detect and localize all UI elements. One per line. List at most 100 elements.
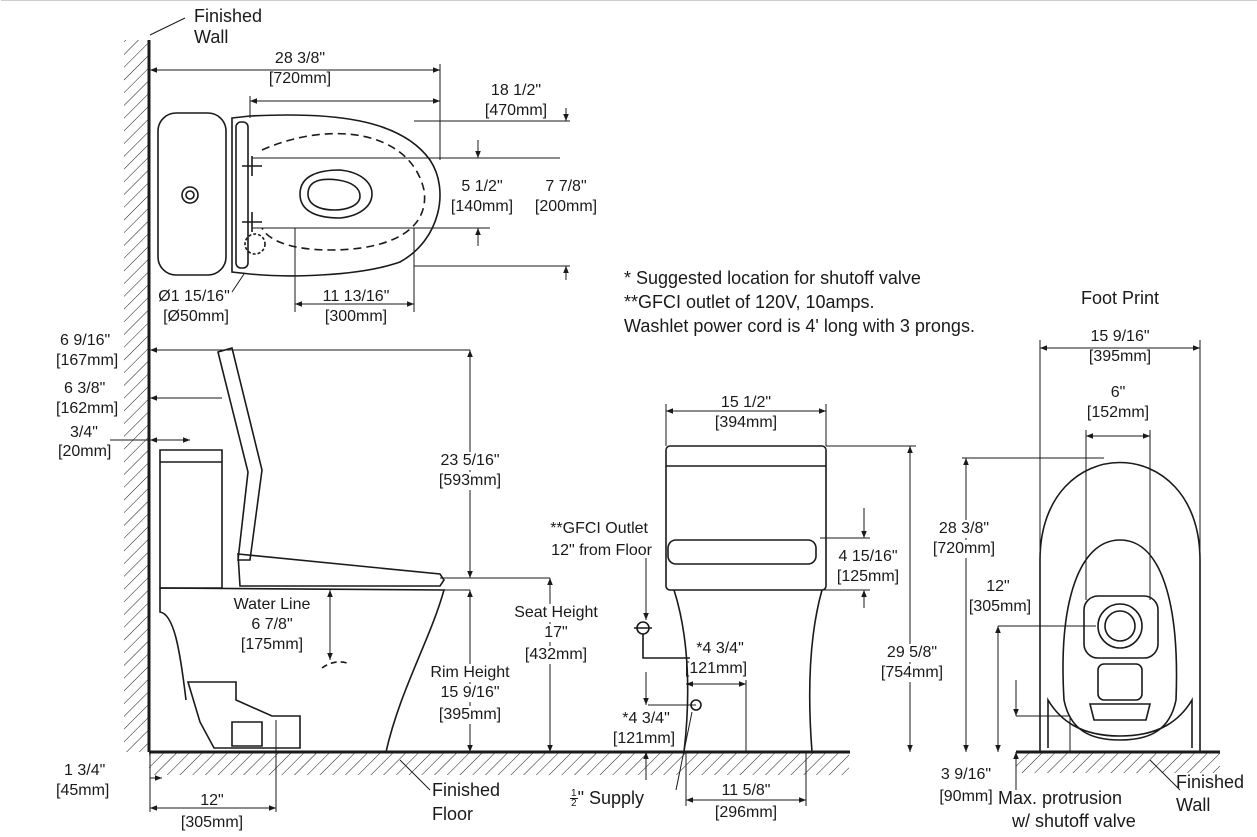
side-trapway xyxy=(188,682,300,748)
side-bowl xyxy=(160,588,444,752)
foot-floor-hatch xyxy=(1016,753,1220,773)
finished-wall-label-right-1: Finished xyxy=(1176,772,1245,792)
dim-foot-rough-in-in: 12" xyxy=(986,578,1010,596)
dim-water-line-in: 6 7/8" xyxy=(251,616,293,634)
dimension-lines xyxy=(110,18,1200,812)
front-view-toilet xyxy=(634,446,826,752)
dim-overall-height-mm: [754mm] xyxy=(880,664,944,682)
dim-bolt-to-front-in: 11 13/16" xyxy=(322,288,390,305)
dim-max-protrusion-mm: [90mm] xyxy=(939,788,993,805)
supply-fraction-num: 1 xyxy=(570,788,578,799)
note-power-cord: Washlet power cord is 4' long with 3 pro… xyxy=(624,316,975,336)
dim-seat-bolt-in: 5 1/2" xyxy=(461,178,503,195)
dim-bowl-length-mm: [470mm] xyxy=(484,102,548,119)
finished-wall-label-top-2: Wall xyxy=(194,27,229,47)
dim-overall-depth-in: 28 3/8" xyxy=(274,50,326,67)
finished-wall-label-top-1: Finished xyxy=(194,6,263,26)
dim-lid-clearance-mm: [167mm] xyxy=(56,352,119,369)
foot-outer xyxy=(1040,463,1200,753)
flush-button-icon xyxy=(182,187,198,203)
side-floor-hatch xyxy=(149,753,849,775)
dim-supply-height-in: *4 3/4" xyxy=(622,710,670,727)
dim-lid-clearance-in: 6 9/16" xyxy=(60,332,111,349)
top-tank xyxy=(158,113,226,275)
dim-wall-gap-in: 3/4" xyxy=(70,424,98,441)
dim-foot-inner-mm: [152mm] xyxy=(1086,404,1150,421)
finished-wall-label-right-2: Wall xyxy=(1176,795,1211,815)
dim-tank-width-in: 15 1/2" xyxy=(720,394,772,411)
dim-foot-length-mm: [720mm] xyxy=(932,540,996,558)
dim-foot-rough-in-mm: [305mm] xyxy=(968,598,1032,616)
front-tank xyxy=(666,446,826,590)
dim-rough-in-in: 12" xyxy=(200,792,224,809)
side-lid-open xyxy=(218,348,262,560)
supply-text: " Supply xyxy=(577,788,644,808)
front-pedestal xyxy=(674,590,822,752)
dim-overall-height-in: 29 5/8" xyxy=(886,644,938,662)
dim-supply-center-in: 11 5/8" xyxy=(721,782,771,799)
side-tank xyxy=(160,450,222,588)
dim-seat-bolt-mm: [140mm] xyxy=(450,198,514,215)
finished-floor-label-1: Finished xyxy=(432,780,501,800)
foot-print-title: Foot Print xyxy=(1080,288,1160,308)
dim-seat-height-in: 17" xyxy=(544,624,568,642)
dim-supply-height-mm: [121mm] xyxy=(612,730,676,747)
dim-foot-width-in: 15 9/16" xyxy=(1090,328,1150,345)
hinge-block xyxy=(236,122,248,268)
dim-tank-width-mm: [394mm] xyxy=(714,414,778,431)
dim-supply-hole-in: Ø1 15/16" xyxy=(158,288,230,305)
dim-tank-offset-mm: [162mm] xyxy=(56,400,119,417)
dim-bowl-opening-mm: [200mm] xyxy=(534,198,598,215)
dim-supply-side-in: *4 3/4" xyxy=(696,640,744,657)
gfci-outlet-label-1: **GFCI Outlet xyxy=(550,520,648,537)
finished-floor-label-2: Floor xyxy=(432,804,474,824)
dim-water-line-mm: [175mm] xyxy=(240,636,304,654)
top-bowl-outline xyxy=(232,115,440,276)
dim-bowl-opening-in: 7 7/8" xyxy=(545,178,587,195)
dim-rim-height-mm: [395mm] xyxy=(438,706,502,724)
dim-tank-offset-in: 6 3/8" xyxy=(64,380,106,397)
max-protrusion-label-2: w/ shutoff valve xyxy=(1012,811,1136,831)
dim-bolt-to-front-mm: [300mm] xyxy=(324,308,388,325)
side-view-toilet xyxy=(160,348,444,752)
dim-supply-hole-mm: [Ø50mm] xyxy=(163,308,229,325)
dim-rim-height-in: 15 9/16" xyxy=(440,684,500,702)
side-seat xyxy=(238,554,444,586)
dim-base-offset-mm: [45mm] xyxy=(56,782,110,799)
foot-inner-loop xyxy=(1063,540,1176,740)
left-wall-hatch xyxy=(124,40,148,752)
dim-lid-open-height-mm: [593mm] xyxy=(438,472,502,490)
dim-base-offset-in: 1 3/4" xyxy=(64,762,106,779)
dim-lid-open-height-in: 23 5/16" xyxy=(440,452,500,470)
top-view-toilet xyxy=(158,113,440,276)
dim-supply-center-mm: [296mm] xyxy=(714,804,778,821)
dim-foot-width-mm: [395mm] xyxy=(1088,348,1152,365)
water-line-label: Water Line xyxy=(233,596,311,614)
max-protrusion-label-1: Max. protrusion xyxy=(998,788,1123,808)
walls-and-floors xyxy=(1,0,1257,775)
note-shutoff-valve: * Suggested location for shutoff valve xyxy=(624,268,921,288)
dim-foot-length-in: 28 3/8" xyxy=(938,520,990,538)
water-supply-icon xyxy=(245,234,265,254)
dim-rough-in-mm: [305mm] xyxy=(180,814,244,831)
bowl-opening xyxy=(300,170,372,218)
dim-bowl-length-in: 18 1/2" xyxy=(490,82,542,99)
front-control-panel xyxy=(668,540,816,564)
rim-height-label: Rim Height xyxy=(430,664,510,682)
seat-height-label: Seat Height xyxy=(514,604,598,622)
dim-overall-depth-mm: [720mm] xyxy=(268,70,332,87)
supply-fraction-den: 2 xyxy=(571,798,577,809)
dim-control-panel-mm: [125mm] xyxy=(836,568,900,586)
foot-print-view xyxy=(1040,463,1200,753)
note-gfci: **GFCI outlet of 120V, 10amps. xyxy=(624,292,875,312)
dim-wall-gap-mm: [20mm] xyxy=(58,443,112,460)
foot-flange xyxy=(1084,596,1158,658)
dim-control-panel-in: 4 15/16" xyxy=(838,548,898,566)
dim-supply-side-mm: [121mm] xyxy=(684,660,748,677)
dim-max-protrusion-in: 3 9/16" xyxy=(940,766,992,783)
top-bowl-inner-dashed xyxy=(262,134,425,250)
gfci-outlet-label-2: 12" from Floor xyxy=(551,542,652,559)
